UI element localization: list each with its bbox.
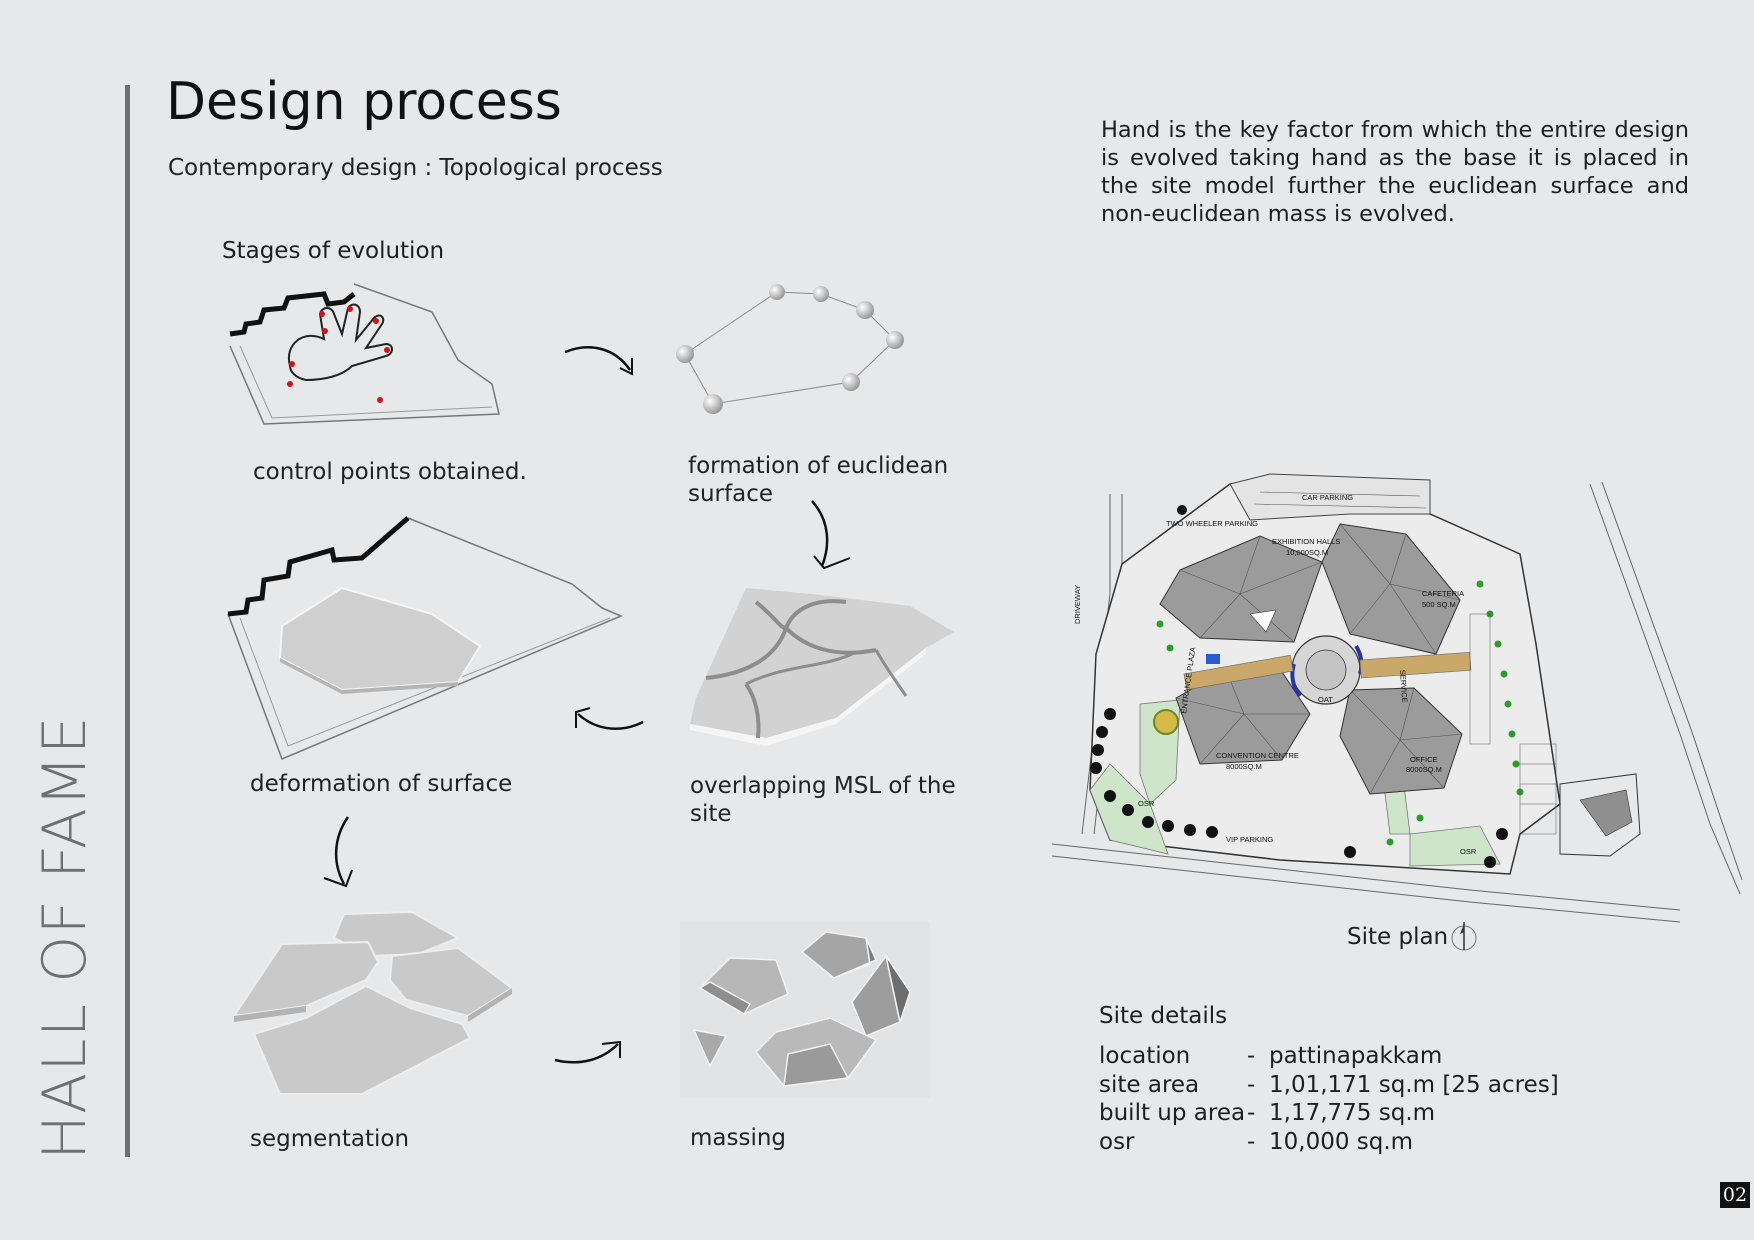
stage-5-caption: segmentation [250, 1125, 510, 1153]
stage-1-caption: control points obtained. [253, 458, 573, 486]
label-office: OFFICE [1410, 755, 1438, 764]
site-detail-key: osr [1099, 1128, 1247, 1157]
stage-6-figure [680, 922, 930, 1098]
label-cafeteria-area: 500 SQ.M [1422, 600, 1456, 609]
label-cafeteria: CAFETERIA [1422, 589, 1464, 598]
arrow-2-icon [800, 496, 860, 576]
label-exhibition-area: 10,000SQ.M [1286, 548, 1328, 557]
site-plan-figure: CAR PARKING TWO WHEELER PARKING EXHIBITI… [1050, 474, 1742, 944]
site-detail-row: location - pattinapakkam [1099, 1042, 1559, 1071]
site-details-heading: Site details [1099, 1003, 1227, 1029]
site-detail-value: 1,17,775 sq.m [1269, 1099, 1435, 1128]
site-detail-key: site area [1099, 1071, 1247, 1100]
label-driveway: DRIVEWAY [1073, 585, 1082, 624]
site-detail-key: location [1099, 1042, 1247, 1071]
site-detail-row: site area - 1,01,171 sq.m [25 acres] [1099, 1071, 1559, 1100]
site-detail-sep: - [1247, 1071, 1269, 1100]
stage-5-figure [222, 908, 518, 1098]
page-number: 02 [1720, 1182, 1750, 1208]
label-exhibition: EXHIBITION HALLS [1272, 537, 1340, 546]
label-two-wheeler-parking: TWO WHEELER PARKING [1166, 519, 1258, 528]
label-convention: CONVENTION CENTRE [1216, 751, 1299, 760]
stage-4-caption: overlapping MSL of the site [690, 772, 980, 828]
site-detail-key: built up area [1099, 1099, 1247, 1128]
site-detail-value: 1,01,171 sq.m [25 acres] [1269, 1071, 1559, 1100]
site-detail-row: built up area - 1,17,775 sq.m [1099, 1099, 1559, 1128]
label-convention-area: 8000SQ.M [1226, 762, 1262, 771]
arrow-1-icon [560, 340, 640, 380]
page-subtitle: Contemporary design : Topological proces… [168, 155, 663, 181]
design-description: Hand is the key factor from which the en… [1101, 116, 1689, 228]
stage-2-figure [665, 282, 915, 422]
label-vip-parking: VIP PARKING [1226, 835, 1273, 844]
site-details-table: location - pattinapakkam site area - 1,0… [1099, 1042, 1559, 1156]
north-arrow-icon [1450, 922, 1480, 952]
label-osr-right: OSR [1460, 847, 1477, 856]
side-title: HALL OF FAME [30, 715, 100, 1160]
site-detail-sep: - [1247, 1099, 1269, 1128]
stage-1-figure [224, 284, 544, 444]
label-osr-left: OSR [1138, 799, 1155, 808]
label-oat: OAT [1318, 695, 1333, 704]
stage-6-caption: massing [690, 1124, 890, 1152]
arrow-3-icon [568, 700, 648, 740]
stage-3-figure [222, 514, 627, 759]
page-title: Design process [166, 72, 562, 132]
stage-3-caption: deformation of surface [250, 770, 570, 798]
vertical-rule [125, 85, 130, 1157]
site-detail-value: pattinapakkam [1269, 1042, 1442, 1071]
stages-heading: Stages of evolution [222, 238, 444, 264]
site-plan-caption: Site plan [1347, 924, 1448, 950]
site-detail-sep: - [1247, 1042, 1269, 1071]
label-car-parking: CAR PARKING [1302, 493, 1353, 502]
site-detail-value: 10,000 sq.m [1269, 1128, 1413, 1157]
arrow-5-icon [550, 1036, 630, 1076]
stage-4-figure [676, 588, 956, 748]
arrow-4-icon [318, 812, 378, 892]
label-office-area: 8000SQ.M [1406, 765, 1442, 774]
site-detail-row: osr - 10,000 sq.m [1099, 1128, 1559, 1157]
site-detail-sep: - [1247, 1128, 1269, 1157]
